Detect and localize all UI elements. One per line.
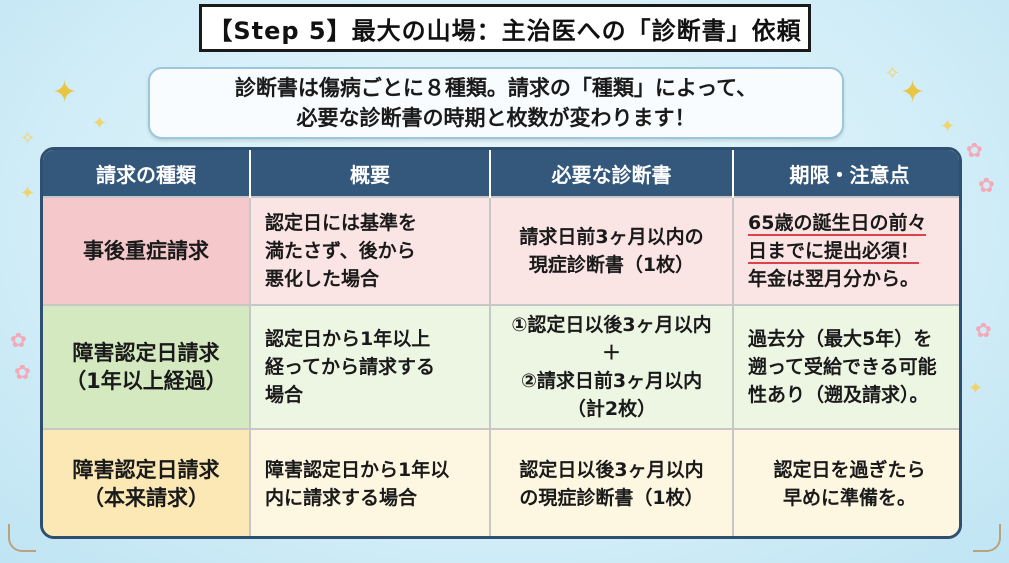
note-cell: 65歳の誕生日の前々 日までに提出必須！ 年金は翌月分から。 bbox=[733, 196, 959, 305]
cell-line: ②請求日前3ヶ月以内 bbox=[520, 370, 703, 392]
flower-icon: ✿ bbox=[978, 173, 995, 197]
cell-line: 請求日前3ヶ月以内の bbox=[519, 226, 704, 248]
column-header: 請求の種類 bbox=[43, 150, 251, 197]
cell-line: の現症診断書（1枚） bbox=[519, 486, 704, 509]
cell-line: 過去分（最大5年）を bbox=[748, 328, 933, 350]
sparkle-icon: ✦ bbox=[92, 113, 108, 134]
summary-cell: 認定日から1年以上 経ってから請求する 場合 bbox=[250, 304, 491, 429]
sparkle-icon: ✧ bbox=[20, 128, 36, 149]
intro-callout: 診断書は傷病ごとに８種類。請求の「種類」によって、 必要な診断書の時期と枚数が変… bbox=[148, 67, 844, 139]
claim-type-cell: 障害認定日請求 （本来請求） bbox=[43, 428, 251, 536]
cell-line: 認定日を過ぎたら bbox=[773, 458, 926, 481]
corner-ornament bbox=[8, 524, 36, 552]
note-cell: 認定日を過ぎたら 早めに準備を。 bbox=[733, 428, 959, 536]
sparkle-icon: ✦ bbox=[20, 183, 36, 204]
flower-icon: ✿ bbox=[10, 328, 27, 352]
cell-line: 認定日以後3ヶ月以内 bbox=[519, 458, 704, 481]
flower-icon: ✿ bbox=[975, 318, 992, 342]
claim-type-label: 事後重症請求 bbox=[83, 239, 209, 263]
sparkle-icon: ✧ bbox=[885, 63, 901, 84]
cell-line: 早めに準備を。 bbox=[782, 486, 916, 509]
sparkle-icon: ✦ bbox=[968, 378, 984, 399]
table-row: 障害認定日請求 （本来請求） 障害認定日から1年以 内に請求する場合 認定日以後… bbox=[43, 428, 959, 536]
cell-line: 障害認定日から1年以 bbox=[265, 458, 450, 481]
flower-icon: ✿ bbox=[966, 138, 983, 162]
deadline-highlight: 日までに提出必須！ bbox=[748, 240, 920, 264]
note-cell: 過去分（最大5年）を 遡って受給できる可能 性あり（遡及請求）。 bbox=[733, 304, 959, 429]
cell-line: 認定日には基準を bbox=[265, 212, 418, 234]
documents-cell: 認定日以後3ヶ月以内 の現症診断書（1枚） bbox=[490, 428, 734, 536]
cell-line: 遡って受給できる可能 bbox=[748, 356, 937, 378]
documents-cell: 請求日前3ヶ月以内の 現症診断書（1枚） bbox=[490, 196, 734, 305]
corner-ornament bbox=[973, 524, 1001, 552]
column-header: 期限・注意点 bbox=[733, 150, 959, 197]
sparkle-icon: ✦ bbox=[940, 116, 956, 137]
intro-line: 診断書は傷病ごとに８種類。請求の「種類」によって、 bbox=[234, 76, 758, 100]
cell-line: 悪化した場合 bbox=[265, 268, 380, 290]
cell-line: 認定日から1年以上 bbox=[265, 328, 431, 350]
sparkle-icon: ✦ bbox=[52, 75, 78, 110]
summary-cell: 認定日には基準を 満たさず、後から 悪化した場合 bbox=[250, 196, 491, 305]
sparkle-icon: ✦ bbox=[900, 75, 926, 110]
cell-line: 年金は翌月分から。 bbox=[748, 268, 920, 290]
claim-type-sublabel: （本来請求） bbox=[83, 485, 209, 510]
table-row: 障害認定日請求 （1年以上経過） 認定日から1年以上 経ってから請求する 場合 … bbox=[43, 304, 959, 429]
cell-line: 性あり（遡及請求）。 bbox=[748, 384, 929, 406]
table-row: 事後重症請求 認定日には基準を 満たさず、後から 悪化した場合 請求日前3ヶ月以… bbox=[43, 196, 959, 305]
documents-cell: ①認定日以後3ヶ月以内 ＋ ②請求日前3ヶ月以内 （計2枚） bbox=[490, 304, 734, 429]
claim-type-cell: 障害認定日請求 （1年以上経過） bbox=[43, 304, 251, 429]
summary-cell: 障害認定日から1年以 内に請求する場合 bbox=[250, 428, 491, 536]
cell-line: 現症診断書（1枚） bbox=[528, 254, 695, 276]
flower-icon: ✿ bbox=[14, 360, 31, 384]
claim-type-cell: 事後重症請求 bbox=[43, 196, 251, 305]
cell-line: 経ってから請求する bbox=[265, 356, 436, 378]
cell-line: ①認定日以後3ヶ月以内 bbox=[511, 314, 712, 336]
column-header: 概要 bbox=[250, 150, 491, 197]
claim-type-label: 障害認定日請求 bbox=[72, 457, 220, 482]
plus-sign: ＋ bbox=[601, 342, 621, 364]
cell-line: 内に請求する場合 bbox=[265, 486, 418, 509]
page-title: 【Step 5】最大の山場：主治医への「診断書」依頼 bbox=[199, 4, 811, 52]
claim-type-sublabel: （1年以上経過） bbox=[65, 369, 227, 393]
cell-line: （計2枚） bbox=[566, 398, 657, 420]
table-header-row: 請求の種類 概要 必要な診断書 期限・注意点 bbox=[43, 150, 959, 197]
intro-line: 必要な診断書の時期と枚数が変わります！ bbox=[296, 106, 696, 130]
column-header: 必要な診断書 bbox=[490, 150, 734, 197]
claim-types-table: 請求の種類 概要 必要な診断書 期限・注意点 事後重症請求 認定日には基準を 満… bbox=[40, 147, 962, 539]
cell-line: 場合 bbox=[265, 384, 304, 406]
claim-type-label: 障害認定日請求 bbox=[72, 341, 220, 365]
deadline-highlight: 65歳の誕生日の前々 bbox=[748, 212, 927, 236]
cell-line: 満たさず、後から bbox=[265, 240, 416, 262]
